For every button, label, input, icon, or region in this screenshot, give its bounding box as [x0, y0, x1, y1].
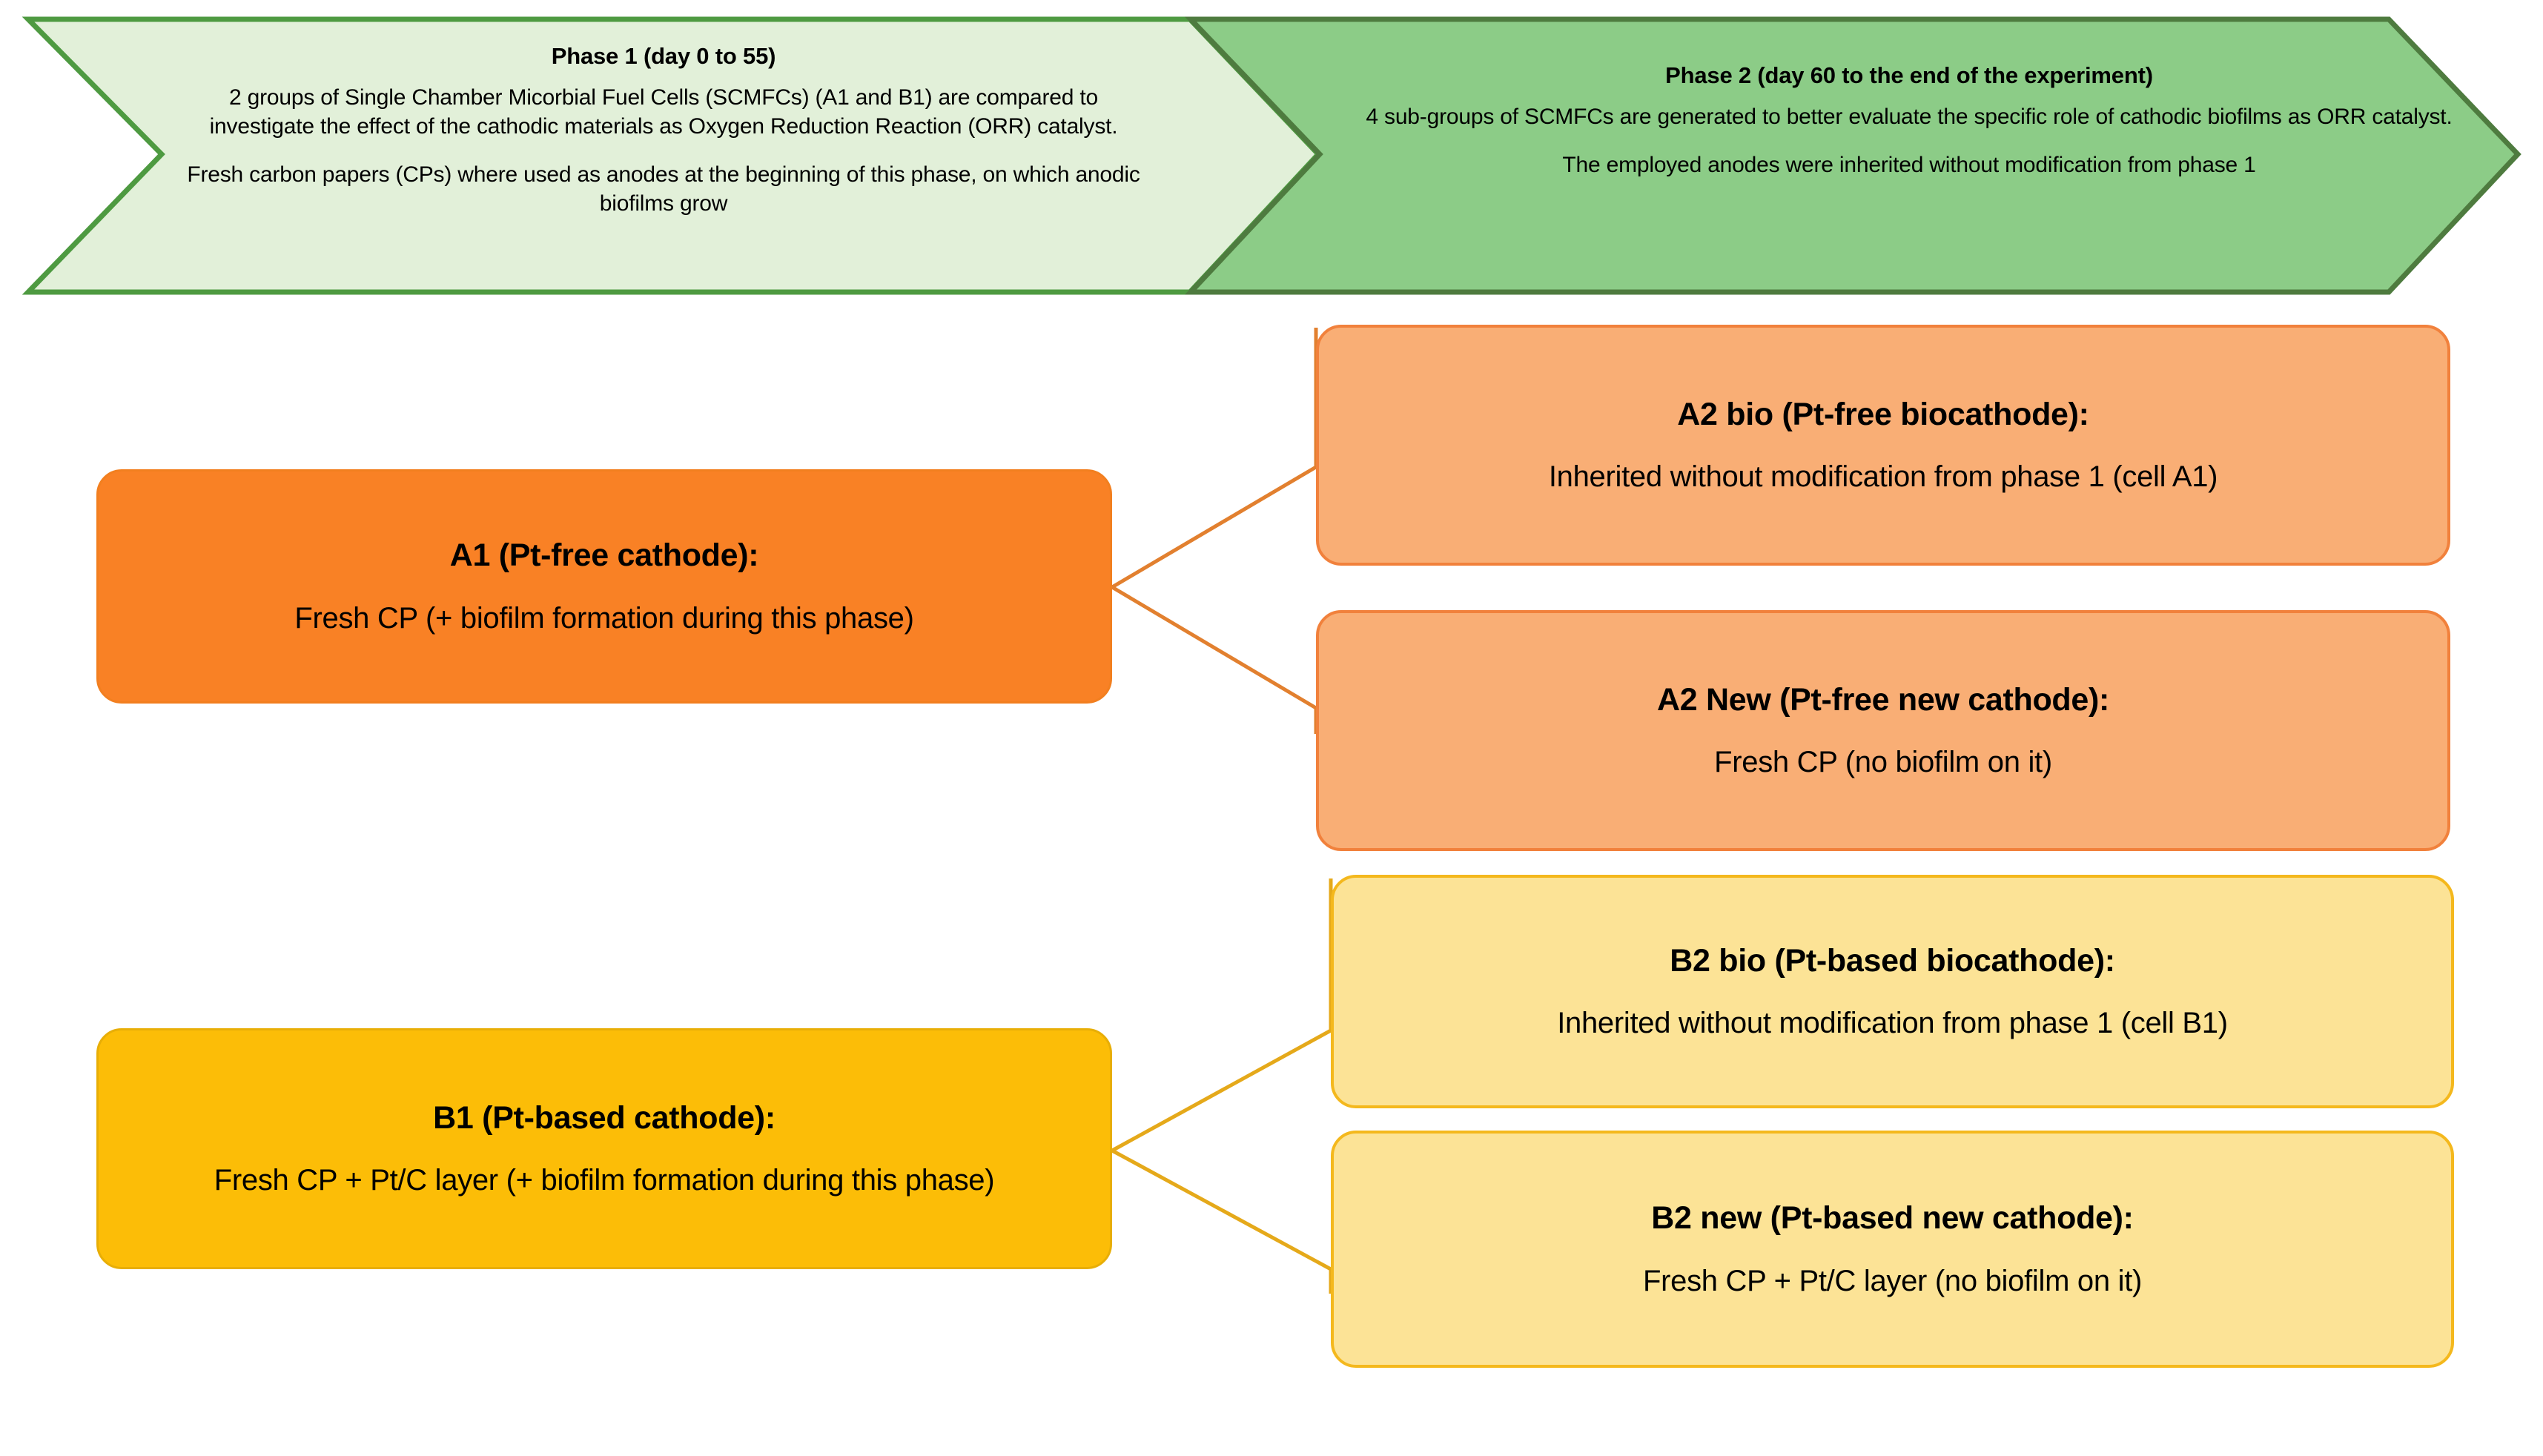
phase-1-text-block: Phase 1 (day 0 to 55) 2 groups of Single…: [185, 42, 1142, 218]
node-a2-new-title: A2 New (Pt-free new cathode):: [1656, 681, 2110, 718]
node-b1[interactable]: B1 (Pt-based cathode): Fresh CP + Pt/C l…: [96, 1028, 1112, 1269]
phase-2-text-block: Phase 2 (day 60 to the end of the experi…: [1364, 61, 2454, 179]
node-b1-title: B1 (Pt-based cathode):: [433, 1099, 776, 1136]
phase-1-title: Phase 1 (day 0 to 55): [551, 43, 776, 69]
phase-2-paragraph-1: 4 sub-groups of SCMFCs are generated to …: [1366, 105, 2453, 130]
node-a2-new-description: Fresh CP (no biofilm on it): [1714, 746, 2052, 779]
node-b2-new-description: Fresh CP + Pt/C layer (no biofilm on it): [1642, 1264, 2143, 1297]
connector-b1-to-b2bio: [1111, 878, 1333, 1153]
node-b2-new-title: B2 new (Pt-based new cathode):: [1651, 1200, 2134, 1237]
phase-arrows-svg: [22, 16, 2521, 295]
node-b2-bio-title: B2 bio (Pt-based biocathode):: [1670, 942, 2115, 979]
node-b2-new[interactable]: B2 new (Pt-based new cathode): Fresh CP …: [1331, 1131, 2454, 1368]
node-a1-title: A1 (Pt-free cathode):: [449, 537, 759, 574]
phase-1-paragraph-2: Fresh carbon papers (CPs) where used as …: [187, 162, 1140, 216]
node-a1-description: Fresh CP (+ biofilm formation during thi…: [294, 601, 914, 635]
phase-2-title: Phase 2 (day 60 to the end of the experi…: [1665, 62, 2153, 88]
phase-1-paragraph-1: 2 groups of Single Chamber Micorbial Fue…: [209, 85, 1118, 139]
connector-a1-to-a2new: [1111, 585, 1318, 734]
node-a1[interactable]: A1 (Pt-free cathode): Fresh CP (+ biofil…: [96, 469, 1112, 704]
node-b2-bio-description: Inherited without modification from phas…: [1557, 1007, 2228, 1040]
connector-b1-to-b2new: [1111, 1148, 1333, 1294]
node-a2-bio[interactable]: A2 bio (Pt-free biocathode): Inherited w…: [1316, 325, 2450, 566]
node-a2-bio-title: A2 bio (Pt-free biocathode):: [1677, 396, 2089, 432]
node-a2-new[interactable]: A2 New (Pt-free new cathode): Fresh CP (…: [1316, 610, 2450, 851]
phase-2-paragraph-2: The employed anodes were inherited witho…: [1562, 153, 2256, 178]
node-a2-bio-description: Inherited without modification from phas…: [1548, 460, 2218, 494]
phase-banner: Phase 1 (day 0 to 55) 2 groups of Single…: [0, 0, 2543, 311]
node-b1-description: Fresh CP + Pt/C layer (+ biofilm formati…: [214, 1164, 995, 1197]
phase-2-chevron: [1184, 16, 2521, 295]
connector-a1-to-a2bio: [1111, 328, 1318, 589]
node-b2-bio[interactable]: B2 bio (Pt-based biocathode): Inherited …: [1331, 875, 2454, 1108]
